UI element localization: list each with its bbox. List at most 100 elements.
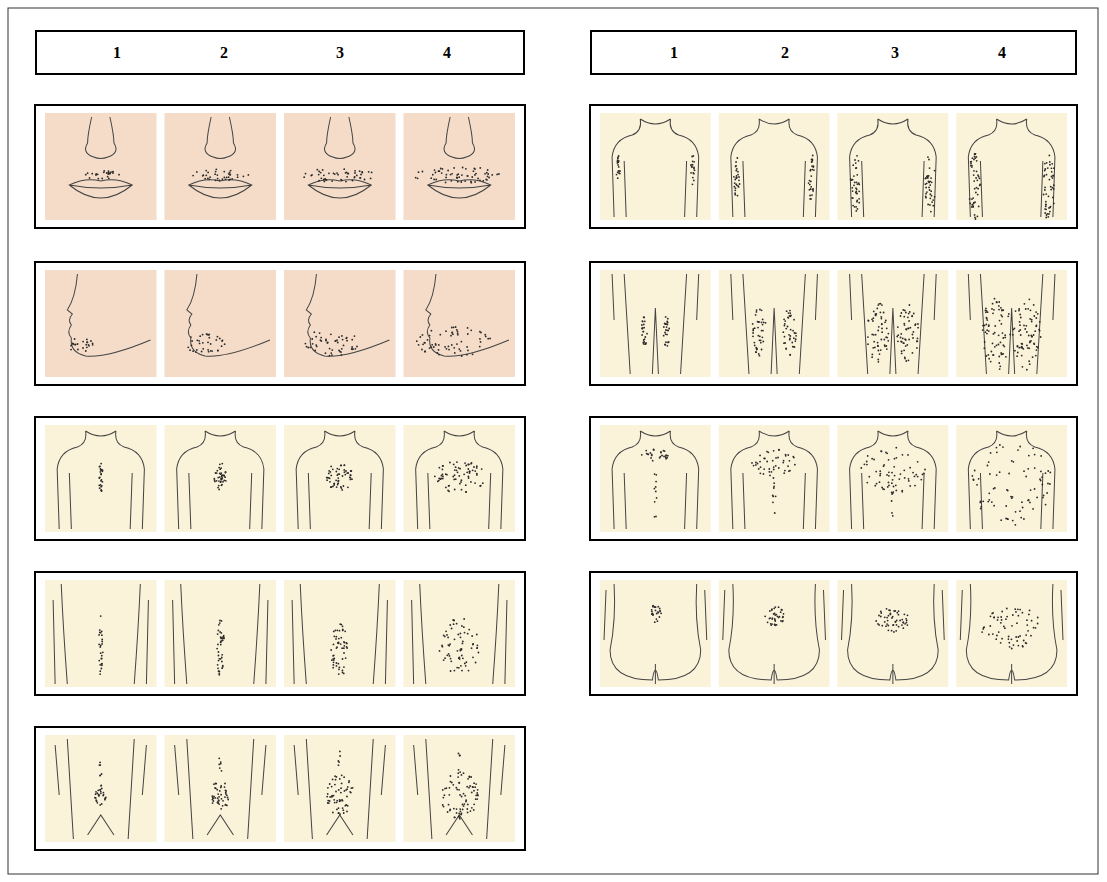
- hair-dot: [202, 174, 204, 176]
- hair-dot: [1053, 167, 1055, 169]
- hair-dot: [207, 172, 209, 174]
- hair-dot: [466, 786, 468, 788]
- illustration-cell: [284, 735, 396, 842]
- body-figure: [415, 117, 500, 198]
- hair-dot: [217, 802, 219, 804]
- hair-dot: [1026, 345, 1028, 347]
- hair-dot: [1002, 446, 1004, 448]
- hair-dot: [973, 159, 975, 161]
- hair-dot: [994, 298, 996, 300]
- hair-dot: [659, 611, 661, 613]
- hair-dot: [643, 324, 645, 326]
- hair-dot: [794, 340, 796, 342]
- hair-dot: [86, 342, 88, 344]
- hair-dot: [452, 476, 454, 478]
- hair-dot: [787, 316, 789, 318]
- hair-dot: [212, 799, 214, 801]
- hair-dot: [74, 344, 76, 346]
- hair-dot: [785, 348, 787, 350]
- hair-dot: [974, 153, 976, 155]
- hair-dot: [453, 620, 455, 622]
- hair-dot: [448, 346, 450, 348]
- hair-dot: [892, 491, 894, 493]
- hair-dot: [739, 183, 741, 185]
- hair-dot: [908, 320, 910, 322]
- hair-dot: [198, 340, 200, 342]
- hair-dot: [904, 324, 906, 326]
- hair-dot: [789, 337, 791, 339]
- hair-dot: [1025, 308, 1027, 310]
- hair-dot: [880, 316, 882, 318]
- hair-dot: [693, 180, 695, 182]
- hair-dot: [665, 316, 667, 318]
- hair-dot: [191, 344, 193, 346]
- hair-dot: [787, 454, 789, 456]
- hair-dot: [891, 512, 893, 514]
- hair-dot: [753, 465, 755, 467]
- body-region-panel: [35, 417, 525, 540]
- hair-dot: [219, 463, 221, 465]
- hair-dot: [853, 175, 855, 177]
- hair-dot: [337, 342, 339, 344]
- hair-dot: [459, 650, 461, 652]
- hair-dot: [100, 479, 102, 481]
- hair-dot: [220, 644, 222, 646]
- hair-dot: [998, 305, 1000, 307]
- body-outline: [325, 117, 355, 159]
- hair-dot: [692, 172, 694, 174]
- hair-dot: [342, 625, 344, 627]
- hair-dot: [343, 485, 345, 487]
- hair-dot: [231, 178, 233, 180]
- hair-dot: [904, 338, 906, 340]
- body-outline: [67, 274, 150, 356]
- hair-dot: [364, 179, 366, 181]
- hair-dot: [340, 637, 342, 639]
- hair-dot: [225, 804, 227, 806]
- hair-dot: [468, 464, 470, 466]
- hair-dot: [435, 172, 437, 174]
- hair-dot: [457, 634, 459, 636]
- hair-dot: [468, 787, 470, 789]
- hair-dot: [453, 479, 455, 481]
- hair-dot: [883, 488, 885, 490]
- hair-dot: [338, 668, 340, 670]
- hair-dot: [339, 755, 341, 757]
- hair-dot: [616, 174, 618, 176]
- hair-dot: [448, 490, 450, 492]
- hair-dot: [447, 811, 449, 813]
- illustration-cell: [404, 113, 516, 220]
- hair-dot: [462, 167, 464, 169]
- hair-dot: [618, 155, 620, 157]
- hair-dot: [1029, 341, 1031, 343]
- hair-dot: [449, 809, 451, 811]
- hair-dot: [99, 670, 101, 672]
- hair-dot: [453, 623, 455, 625]
- hair-dot: [1044, 208, 1046, 210]
- hair-dot: [860, 467, 862, 469]
- hair-dot: [871, 458, 873, 460]
- hair-dot: [903, 349, 905, 351]
- hair-dot: [438, 170, 440, 172]
- hair-dot: [879, 475, 881, 477]
- hair-dot: [988, 358, 990, 360]
- hair-dot: [736, 168, 738, 170]
- hair-dot: [790, 329, 792, 331]
- hair-dot: [775, 495, 777, 497]
- hair-dot: [100, 792, 102, 794]
- hair-dot: [903, 342, 905, 344]
- hair-dot: [102, 651, 104, 653]
- illustration-cell: [719, 270, 830, 377]
- hair-dot: [220, 473, 222, 475]
- body-figure: [968, 431, 1055, 529]
- hair-dot: [973, 170, 975, 172]
- hair-dot: [762, 330, 764, 332]
- hair-dot: [930, 177, 932, 179]
- hair-dot: [331, 786, 333, 788]
- hair-dot: [1021, 346, 1023, 348]
- hair-dot: [877, 330, 879, 332]
- hair-dot: [446, 654, 448, 656]
- hair-dot: [934, 196, 936, 198]
- hair-dot: [361, 172, 363, 174]
- hair-dot: [222, 636, 224, 638]
- hair-dot: [977, 194, 979, 196]
